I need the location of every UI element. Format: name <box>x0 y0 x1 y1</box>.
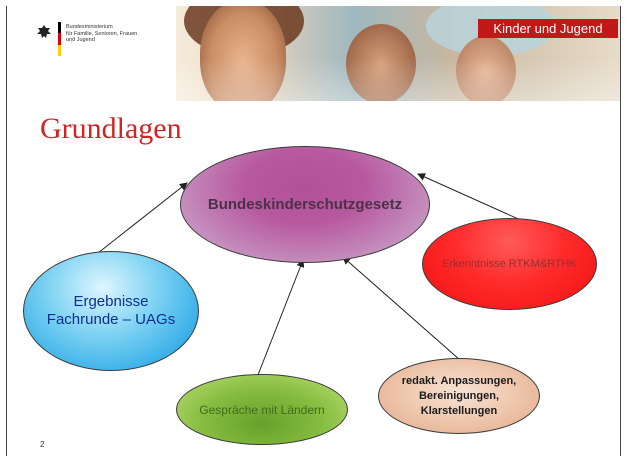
node-redakt-label-line1: redakt. Anpassungen, <box>401 374 517 387</box>
german-flag-stripe <box>58 22 61 56</box>
frame-right-border <box>620 6 621 456</box>
node-erkenntnisse: Erkenntnisse RTKM&RTHK <box>422 218 597 310</box>
node-redakt-anpassungen: redakt. Anpassungen, Bereinigungen, Klar… <box>378 358 540 434</box>
node-ergebnisse-fachrunde: Ergebnisse Fachrunde – UAGs <box>23 251 199 371</box>
node-redakt-label-line2: Bereinigungen, <box>418 389 500 402</box>
node-gespraeche-laender: Gespräche mit Ländern <box>176 374 348 445</box>
header-photo-children <box>176 6 620 101</box>
federal-eagle-icon <box>37 25 51 38</box>
node-ergebnisse-label-line1: Ergebnisse <box>73 293 149 310</box>
slide-title: Grundlagen <box>40 112 182 145</box>
node-bundeskinderschutzgesetz-label: Bundeskinderschutzgesetz <box>207 196 403 213</box>
arrow-gespraeche-to-center <box>255 259 305 381</box>
node-redakt-label-line3: Klarstellungen <box>420 404 498 417</box>
ministry-logo: Bundesministerium für Familie, Senioren,… <box>36 18 176 68</box>
arrow-redakt-to-center <box>342 256 461 361</box>
frame-left-border <box>6 6 7 456</box>
page-number: 2 <box>40 440 45 449</box>
node-gespraeche-label: Gespräche mit Ländern <box>199 402 325 417</box>
node-bundeskinderschutzgesetz: Bundeskinderschutzgesetz <box>180 146 430 263</box>
node-ergebnisse-label-line2: Fachrunde – UAGs <box>46 311 176 328</box>
node-erkenntnisse-label: Erkenntnisse RTKM&RTHK <box>442 258 577 270</box>
arrow-erkenntnisse-to-center <box>417 173 526 223</box>
arrow-ergebnisse-to-center <box>97 182 188 254</box>
section-badge: Kinder und Jugend <box>478 19 618 38</box>
ministry-name: Bundesministerium für Familie, Senioren,… <box>66 24 138 44</box>
